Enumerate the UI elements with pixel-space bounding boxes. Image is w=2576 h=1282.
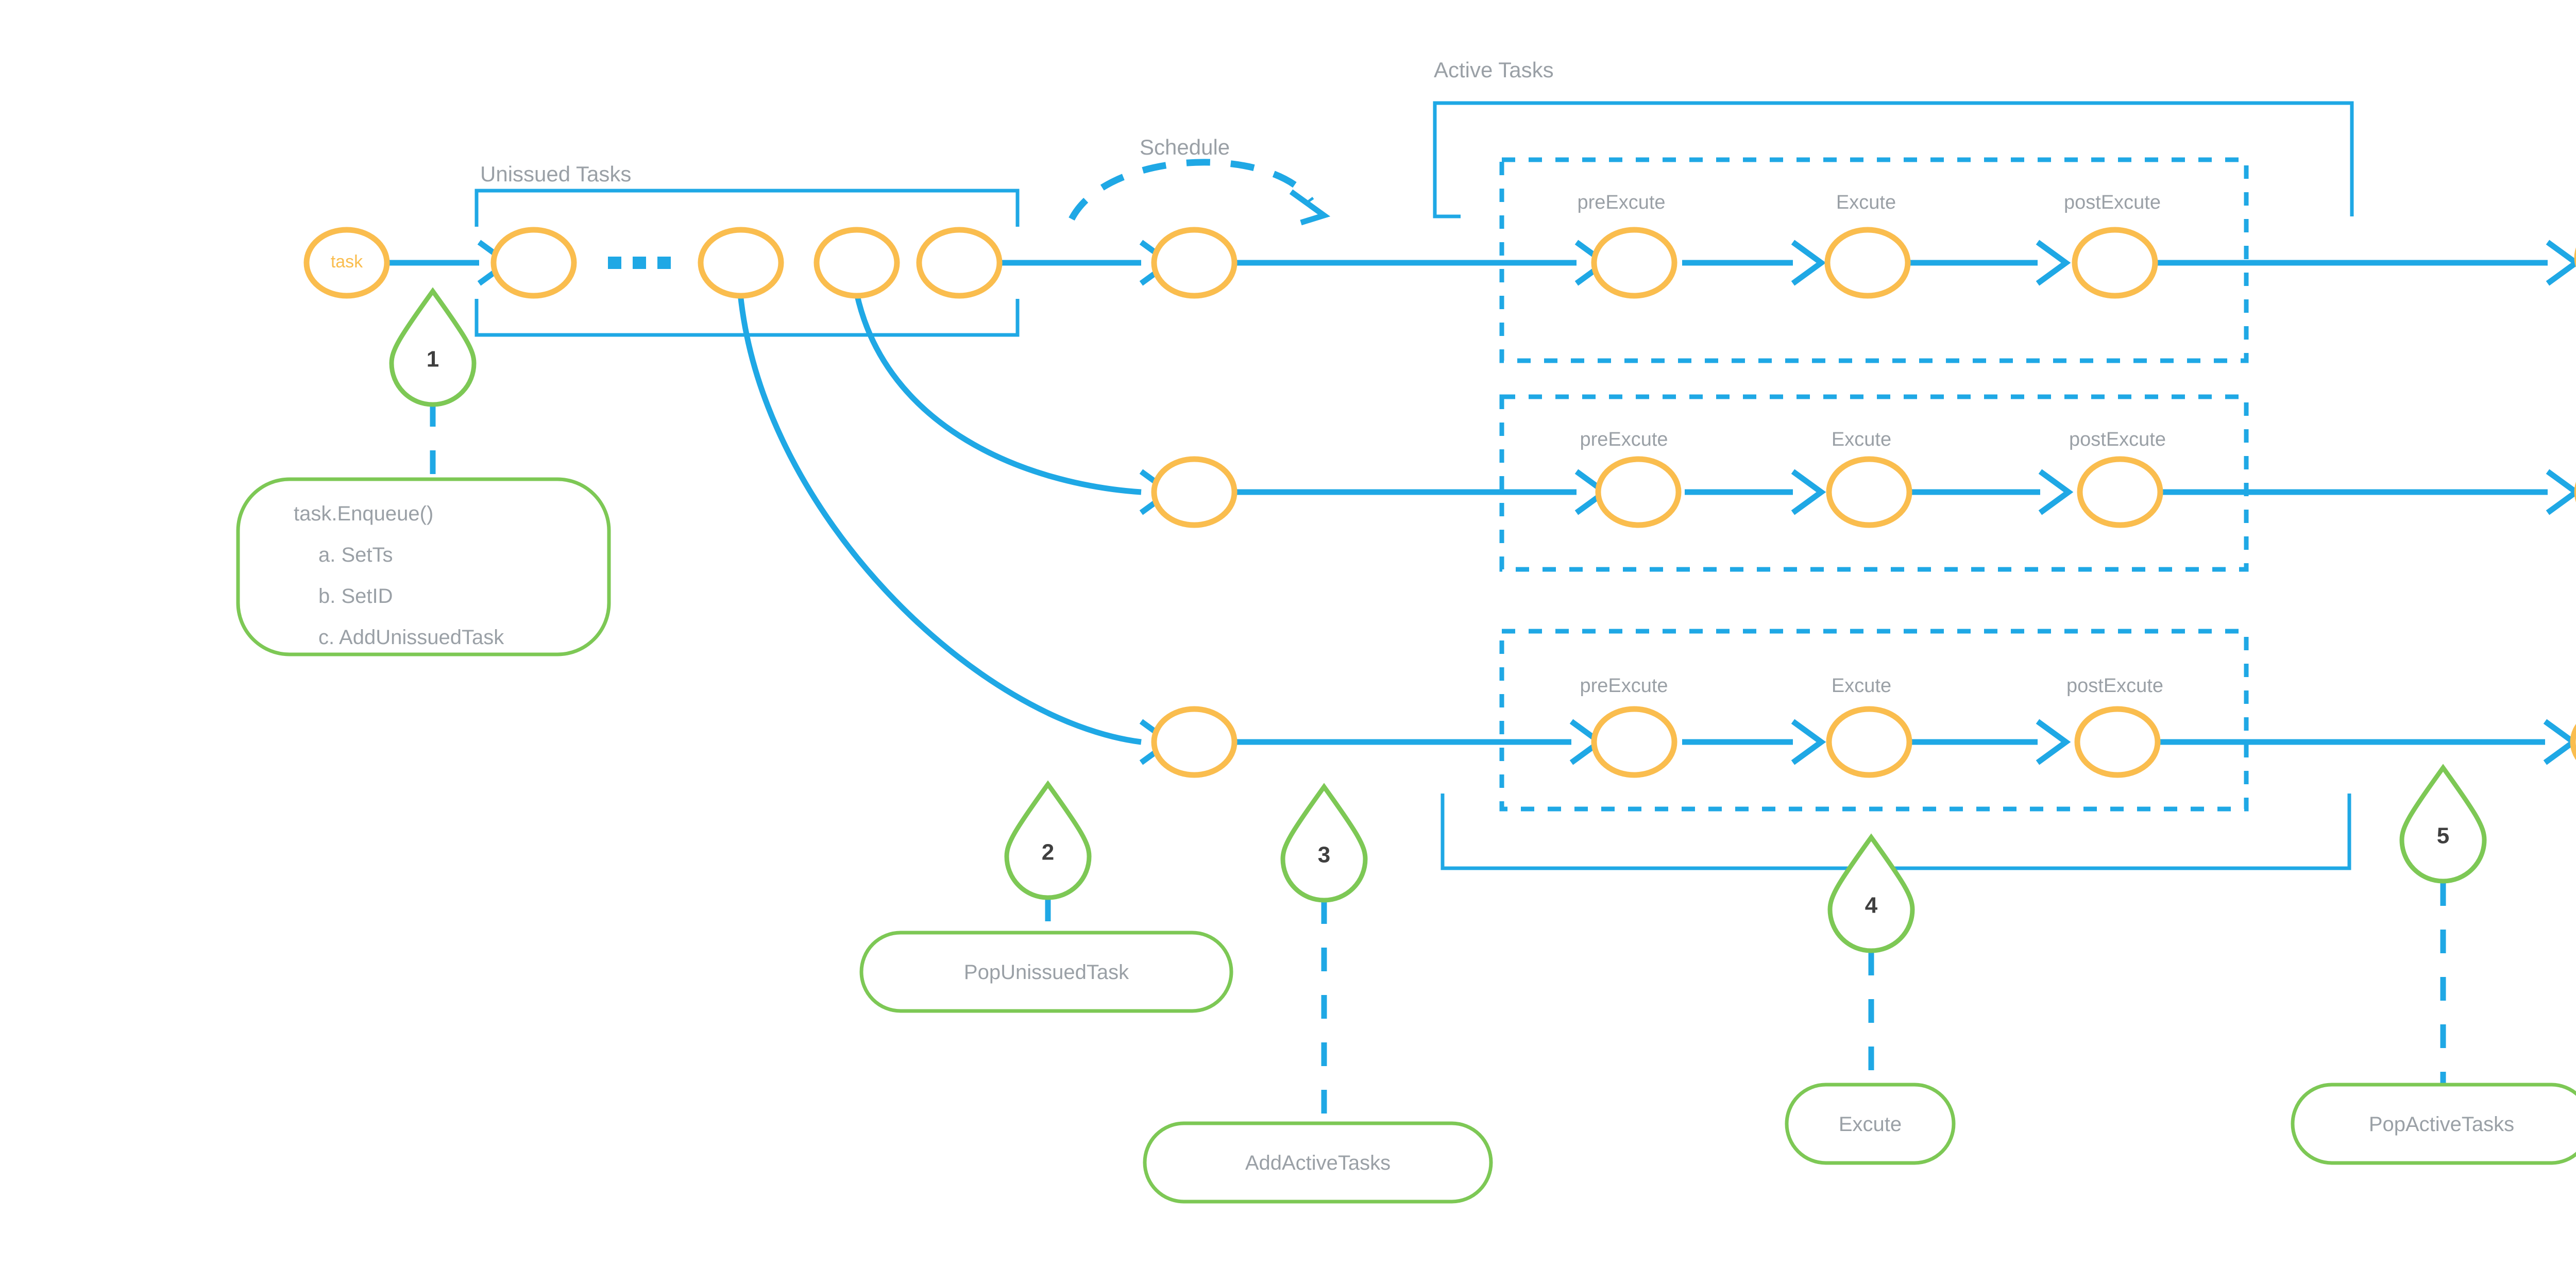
pipeline-box-row3 bbox=[1499, 629, 2249, 812]
bracket-unissued-top bbox=[474, 189, 1020, 227]
callout-box-4[interactable] bbox=[1785, 1083, 1956, 1165]
marker-label-1: 1 bbox=[427, 347, 439, 372]
arrowhead-row3-post bbox=[2036, 719, 2071, 765]
queue-node-1 bbox=[490, 227, 577, 299]
queue-ellipsis-dot-1 bbox=[608, 257, 621, 269]
marker-pin-4[interactable] bbox=[1827, 833, 1915, 953]
marker-pin-2[interactable] bbox=[1004, 780, 1092, 900]
callout-1-item-c: c. AddUnissuedTask bbox=[318, 626, 504, 649]
callout-2-title: PopUnissuedTask bbox=[964, 961, 1129, 984]
callout-1-item-b: b. SetID bbox=[318, 585, 393, 608]
arrowhead-row1-end bbox=[2546, 240, 2576, 286]
queue-node-2 bbox=[698, 227, 784, 299]
arrowhead-row3-end bbox=[2543, 719, 2576, 765]
label-row2-excute: Excute bbox=[1832, 429, 1891, 450]
marker-pin-3[interactable] bbox=[1280, 783, 1368, 903]
arrowhead-row2-ex bbox=[1791, 469, 1826, 515]
pipeline-box-row1 bbox=[1499, 157, 2249, 363]
node-task bbox=[303, 227, 390, 299]
callout-box-2[interactable] bbox=[859, 931, 1233, 1013]
node-row2-postexcute bbox=[2077, 456, 2163, 528]
marker-pin-5[interactable] bbox=[2399, 764, 2487, 884]
arrowhead-row2-post bbox=[2038, 469, 2074, 515]
callout-3-title: AddActiveTasks bbox=[1245, 1152, 1391, 1174]
marker-label-3: 3 bbox=[1318, 842, 1330, 868]
label-active-tasks: Active Tasks bbox=[1434, 58, 1554, 82]
label-row3-preexcute: preExcute bbox=[1580, 675, 1668, 697]
label-row3-excute: Excute bbox=[1832, 675, 1891, 697]
node-row1-preexcute bbox=[1591, 227, 1677, 299]
queue-node-3 bbox=[814, 227, 900, 299]
callout-5-title: PopActiveTasks bbox=[2369, 1113, 2514, 1136]
node-row1-postexcute bbox=[2072, 227, 2158, 299]
arrowhead-row2-end bbox=[2546, 469, 2576, 515]
marker-label-4: 4 bbox=[1865, 893, 1878, 918]
label-row1-postexcute: postExcute bbox=[2064, 192, 2161, 213]
arrowhead-row1-ex bbox=[1791, 240, 1826, 286]
marker-label-5: 5 bbox=[2437, 823, 2449, 849]
node-row3-entry bbox=[1151, 706, 1238, 778]
node-row3-excute bbox=[1826, 706, 1912, 778]
callout-box-5[interactable] bbox=[2291, 1083, 2576, 1165]
node-row3-postexcute bbox=[2074, 706, 2161, 778]
label-row2-postexcute: postExcute bbox=[2069, 429, 2166, 450]
label-row1-excute: Excute bbox=[1836, 192, 1896, 213]
schedule-arrowhead bbox=[1289, 189, 1331, 226]
label-row1-preexcute: preExcute bbox=[1577, 192, 1665, 213]
bracket-active-bottom bbox=[1440, 794, 2351, 870]
callout-4-title: Excute bbox=[1839, 1113, 1902, 1136]
queue-ellipsis-dot-2 bbox=[633, 257, 646, 269]
node-row3-preexcute bbox=[1591, 706, 1677, 778]
queue-node-4 bbox=[916, 227, 1003, 299]
label-unissued-tasks: Unissued Tasks bbox=[480, 162, 631, 186]
callout-1-item-a: a. SetTs bbox=[318, 544, 393, 566]
flow-branch-to-row2 bbox=[854, 293, 1142, 495]
pipeline-box-row2 bbox=[1499, 394, 2249, 572]
label-row2-preexcute: preExcute bbox=[1580, 429, 1668, 450]
callout-box-3[interactable] bbox=[1143, 1121, 1493, 1204]
schedule-arc bbox=[1069, 159, 1314, 221]
label-row3-postexcute: postExcute bbox=[2066, 675, 2163, 697]
node-task-label: task bbox=[331, 252, 363, 272]
flow-branch-to-row3 bbox=[737, 293, 1142, 745]
bracket-unissued-bottom bbox=[474, 299, 1020, 337]
marker-pin-1[interactable] bbox=[389, 287, 477, 407]
callout-box-1[interactable] bbox=[236, 477, 611, 656]
callout-1-title: task.Enqueue() bbox=[294, 502, 433, 525]
bracket-active-left bbox=[1433, 101, 2354, 218]
marker-label-2: 2 bbox=[1042, 840, 1054, 865]
node-row2-entry bbox=[1151, 456, 1238, 528]
node-schedule bbox=[1151, 227, 1238, 299]
node-row2-preexcute bbox=[1595, 456, 1682, 528]
node-row3-exit bbox=[2570, 723, 2576, 761]
arrowhead-row1-post bbox=[2036, 240, 2071, 286]
node-row1-excute bbox=[1824, 227, 1911, 299]
node-row2-excute bbox=[1826, 456, 1912, 528]
arrowhead-row3-ex bbox=[1791, 719, 1826, 765]
label-schedule: Schedule bbox=[1140, 135, 1230, 159]
queue-ellipsis-dot-3 bbox=[657, 257, 671, 269]
